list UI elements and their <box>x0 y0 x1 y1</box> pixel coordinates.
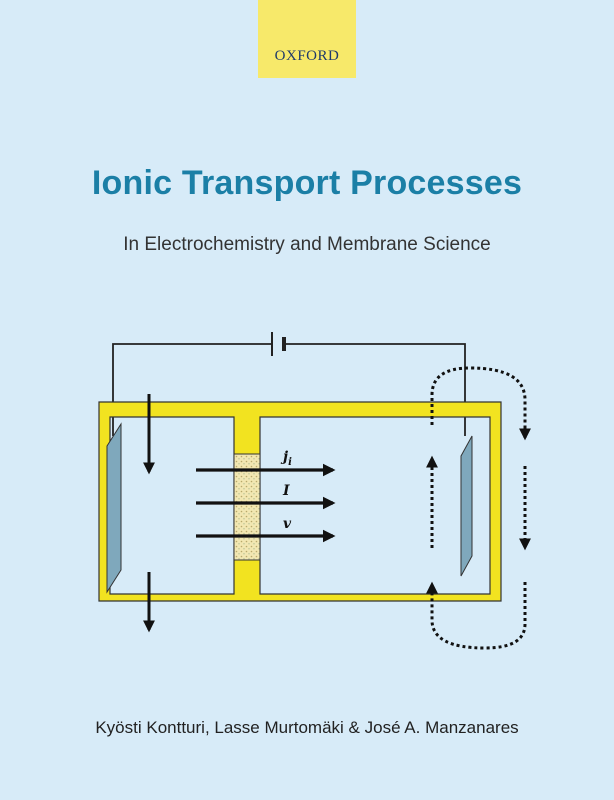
flux-arrows <box>196 463 336 543</box>
book-title: Ionic Transport Processes <box>91 164 523 202</box>
flux-label-j: ji <box>280 449 292 468</box>
publisher-name: OXFORD <box>274 48 340 64</box>
battery-icon <box>271 332 286 356</box>
book-subtitle: In Electrochemistry and Membrane Science <box>123 234 491 255</box>
electrochemical-cell-diagram: ji I v <box>98 332 531 650</box>
velocity-label: v <box>283 516 292 532</box>
membrane <box>233 453 261 561</box>
publisher-badge: OXFORD <box>258 0 356 78</box>
right-circulation-arrows <box>426 366 531 650</box>
book-authors: Kyösti Kontturi, Lasse Murtomäki & José … <box>95 718 519 737</box>
left-electrode <box>106 422 122 594</box>
circuit-wire <box>112 343 466 436</box>
current-label: I <box>282 483 290 499</box>
right-electrode <box>460 435 473 577</box>
